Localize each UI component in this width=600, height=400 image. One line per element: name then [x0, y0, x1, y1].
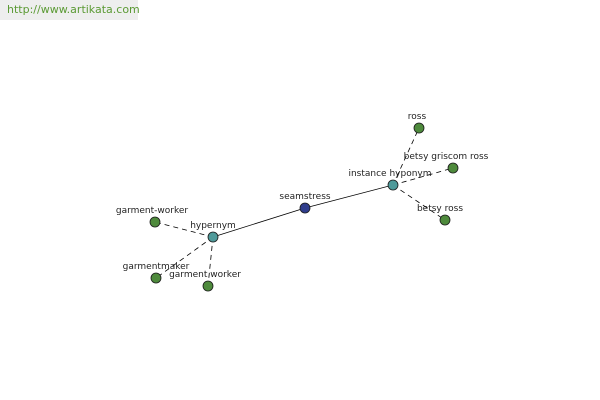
- node-circle-instance-hyponym[interactable]: [387, 179, 399, 191]
- node-circle-seamstress[interactable]: [299, 202, 311, 214]
- node-seamstress[interactable]: seamstress: [279, 192, 331, 214]
- node-label-garment-worker-hyphen[interactable]: garment-worker: [116, 206, 189, 216]
- node-circle-garment-worker-hyphen[interactable]: [149, 216, 161, 228]
- node-hypernym[interactable]: hypernym: [190, 221, 236, 243]
- edge-hypernym-to-garment-worker-hyphen: [154, 221, 214, 238]
- node-betsy-ross[interactable]: betsy ross: [417, 204, 463, 226]
- node-circle-betsy-griscom-ross[interactable]: [447, 162, 459, 174]
- node-label-hypernym[interactable]: hypernym: [190, 221, 236, 231]
- graph-edges: [154, 127, 454, 287]
- node-circle-garment-worker[interactable]: [202, 280, 214, 292]
- node-label-betsy-ross[interactable]: betsy ross: [417, 204, 463, 214]
- edge-seamstress-to-hypernym: [212, 207, 306, 238]
- node-garmentmaker[interactable]: garmentmaker: [123, 262, 190, 284]
- node-label-garmentmaker[interactable]: garmentmaker: [123, 262, 190, 272]
- node-circle-betsy-ross[interactable]: [439, 214, 451, 226]
- node-circle-ross[interactable]: [413, 122, 425, 134]
- node-garment-worker-hyphen[interactable]: garment-worker: [116, 206, 189, 228]
- node-garment-worker[interactable]: garment worker: [169, 270, 241, 292]
- node-instance-hyponym[interactable]: instance hyponym: [348, 169, 432, 191]
- node-label-instance-hyponym[interactable]: instance hyponym: [348, 169, 431, 179]
- node-label-betsy-griscom-ross[interactable]: betsy griscom ross: [404, 152, 489, 162]
- node-label-seamstress[interactable]: seamstress: [279, 192, 330, 202]
- site-url-label[interactable]: http://www.artikata.com: [0, 0, 140, 20]
- node-label-garment-worker[interactable]: garment worker: [169, 270, 241, 280]
- edge-instance-hyponym-to-ross: [392, 127, 420, 186]
- node-circle-hypernym[interactable]: [207, 231, 219, 243]
- edge-hypernym-to-garmentmaker: [155, 236, 214, 279]
- edge-seamstress-to-instance-hyponym: [304, 184, 394, 209]
- edge-instance-hyponym-to-betsy-ross: [392, 184, 446, 221]
- node-circle-garmentmaker[interactable]: [150, 272, 162, 284]
- edge-instance-hyponym-to-betsy-griscom-ross: [392, 167, 454, 186]
- node-ross[interactable]: ross: [408, 112, 427, 134]
- graph-nodes: seamstress hypernym instance hyponym garmen…: [116, 112, 489, 292]
- node-label-ross[interactable]: ross: [408, 112, 427, 122]
- node-betsy-griscom-ross[interactable]: betsy griscom ross: [404, 152, 489, 174]
